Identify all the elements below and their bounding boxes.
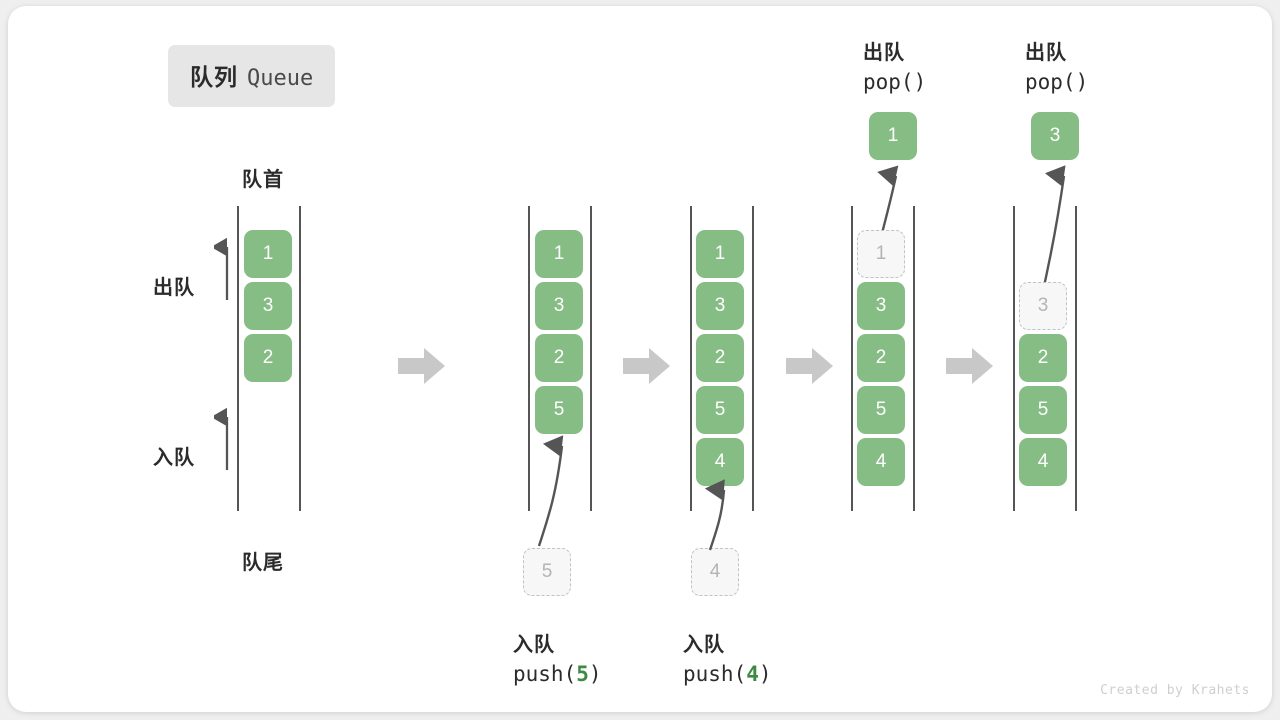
footer-credit: Created by Krahets <box>1100 683 1250 698</box>
rail-left <box>851 206 853 511</box>
queue-cell: 3 <box>696 282 744 330</box>
dequeue-direction-arrow <box>214 238 229 300</box>
ghost-cell-incoming: 4 <box>691 548 739 596</box>
queue-cell: 2 <box>1019 334 1067 382</box>
queue-cell: 1 <box>244 230 292 278</box>
queue-cell: 5 <box>1019 386 1067 434</box>
queue-cell: 3 <box>244 282 292 330</box>
queue-cell: 3 <box>857 282 905 330</box>
rail-right <box>299 206 301 511</box>
diagram-card: 队列 Queue 队首 队尾 出队 入队 1 3 2 <box>8 6 1272 712</box>
queue-cell: 1 <box>696 230 744 278</box>
pop-caption-cn: 出队 <box>1025 42 1067 64</box>
push-code-post: ) <box>588 662 602 686</box>
popped-cell: 1 <box>869 112 917 160</box>
queue-cell: 5 <box>857 386 905 434</box>
title-cn: 队列 <box>190 64 238 90</box>
diagram-stage: 队列 Queue 队首 队尾 出队 入队 1 3 2 <box>8 6 1272 712</box>
title-badge: 队列 Queue <box>168 45 336 107</box>
push-arrow <box>704 479 726 551</box>
rail-left <box>528 206 530 511</box>
push-arrow <box>537 435 564 547</box>
title-en: Queue <box>247 66 314 91</box>
queue-cell: 2 <box>535 334 583 382</box>
flow-arrow <box>946 348 993 384</box>
ghost-cell-incoming: 5 <box>523 548 571 596</box>
queue-cell: 2 <box>244 334 292 382</box>
tail-label: 队尾 <box>242 552 284 574</box>
queue-cell: 2 <box>696 334 744 382</box>
ghost-cell-outgoing: 3 <box>1019 282 1067 330</box>
push-code-pre: push( <box>513 662 577 686</box>
queue-cell: 1 <box>535 230 583 278</box>
rail-left <box>690 206 692 511</box>
flow-arrow <box>398 348 445 384</box>
rail-left <box>1013 206 1015 511</box>
rail-right <box>913 206 915 511</box>
rail-right <box>1075 206 1077 511</box>
push-code-arg: 5 <box>576 662 589 686</box>
push-code-post: ) <box>758 662 772 686</box>
queue-cell: 5 <box>696 386 744 434</box>
head-label: 队首 <box>242 169 284 191</box>
enqueue-direction-arrow <box>214 408 229 470</box>
queue-cell: 4 <box>857 438 905 486</box>
pop-caption-cn: 出队 <box>863 42 905 64</box>
queue-cell: 3 <box>535 282 583 330</box>
push-caption-code: push(5) <box>513 662 602 686</box>
flow-arrow <box>786 348 833 384</box>
push-caption-code: push(4) <box>683 662 772 686</box>
push-code-pre: push( <box>683 662 747 686</box>
ghost-cell-outgoing: 1 <box>857 230 905 278</box>
flow-arrow <box>623 348 670 384</box>
push-code-arg: 4 <box>746 662 759 686</box>
popped-cell: 3 <box>1031 112 1079 160</box>
queue-cell: 4 <box>1019 438 1067 486</box>
dequeue-label: 出队 <box>153 277 195 299</box>
queue-cell-new: 4 <box>696 438 744 486</box>
rail-right <box>590 206 592 511</box>
enqueue-label: 入队 <box>153 447 195 469</box>
rail-right <box>752 206 754 511</box>
push-caption-cn: 入队 <box>683 634 725 656</box>
pop-caption-code: pop() <box>1025 70 1089 94</box>
queue-cell: 2 <box>857 334 905 382</box>
push-caption-cn: 入队 <box>513 634 555 656</box>
pop-caption-code: pop() <box>863 70 927 94</box>
queue-cell-new: 5 <box>535 386 583 434</box>
rail-left <box>237 206 239 511</box>
